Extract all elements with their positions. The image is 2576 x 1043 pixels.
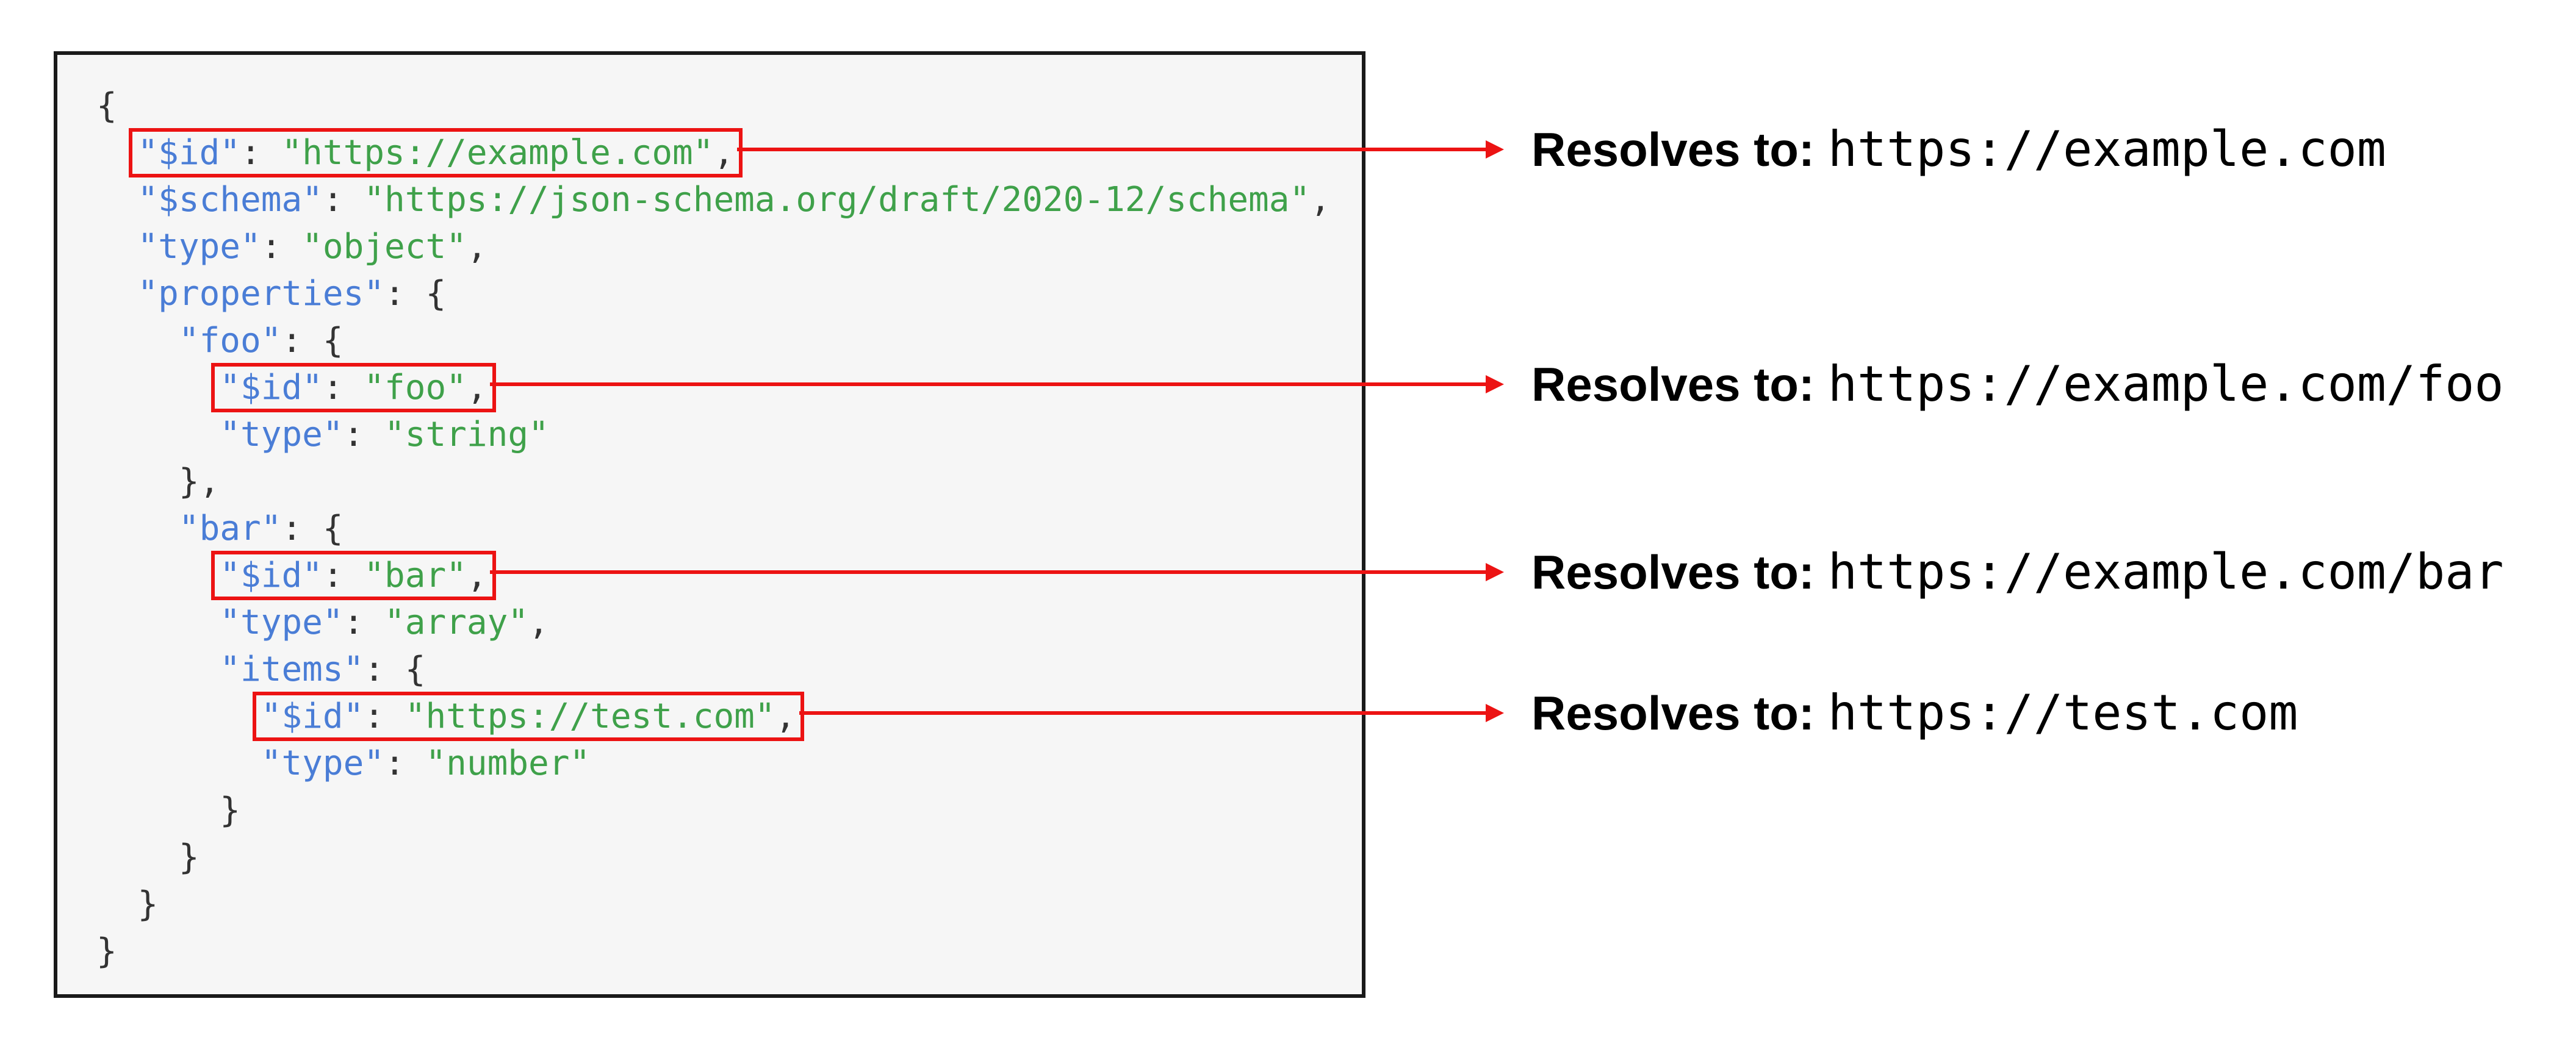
code-token: "type"	[220, 415, 344, 454]
code-line: }	[96, 928, 1331, 975]
code-token: },	[178, 462, 220, 501]
code-token: }	[137, 884, 159, 924]
code-line: "type": "array",	[96, 599, 1331, 646]
resolves-to-label: Resolves to:	[1531, 123, 1815, 176]
code-token: ,	[466, 368, 487, 407]
code-line: }	[96, 787, 1331, 834]
code-token: :	[261, 227, 303, 267]
code-token: : {	[384, 274, 447, 314]
code-line: "bar": {	[96, 505, 1331, 552]
code-token: ,	[775, 697, 796, 736]
code-token: "foo"	[178, 321, 282, 360]
code-token: }	[96, 931, 117, 971]
code-token: "properties"	[137, 274, 385, 314]
resolve-arrow-line	[799, 711, 1488, 715]
code-line: "items": {	[96, 646, 1331, 693]
resolve-arrow-line	[490, 570, 1488, 574]
code-token: "object"	[302, 227, 467, 267]
id-highlight-box: "$id": "foo",	[211, 363, 496, 412]
code-token: :	[322, 180, 364, 220]
code-token: "string"	[384, 415, 549, 454]
code-token: {	[96, 86, 117, 126]
code-token: ,	[466, 227, 487, 267]
code-token: ,	[1310, 180, 1331, 220]
code-token: "number"	[425, 744, 591, 783]
code-token: : {	[281, 321, 344, 360]
code-line: "foo": {	[96, 317, 1331, 364]
code-token: : {	[364, 650, 426, 689]
resolves-to-label: Resolves to:	[1531, 686, 1815, 740]
code-token: }	[220, 790, 241, 830]
code-token: : {	[281, 509, 344, 548]
id-highlight-box: "$id": "bar",	[211, 551, 496, 600]
resolve-annotation-row: Resolves to:https://test.com	[1531, 684, 2298, 741]
code-listing: { "$id": "https://example.com", "$schema…	[96, 82, 1331, 975]
code-token: :	[343, 415, 385, 454]
code-line: {	[96, 82, 1331, 129]
resolved-uri-value: https://example.com/bar	[1827, 543, 2504, 600]
code-line: "$id": "https://test.com",	[96, 692, 1331, 741]
arrowhead-icon	[1486, 375, 1504, 393]
code-line: },	[96, 458, 1331, 505]
code-token: "bar"	[364, 556, 467, 595]
id-highlight-box: "$id": "https://example.com",	[129, 128, 743, 177]
json-schema-code-panel: { "$id": "https://example.com", "$schema…	[54, 51, 1365, 998]
code-line: }	[96, 834, 1331, 881]
code-token: "$id"	[261, 697, 364, 736]
code-token: "array"	[384, 603, 529, 642]
code-token: :	[364, 697, 405, 736]
code-line: "type": "string"	[96, 411, 1331, 458]
id-highlight-box: "$id": "https://test.com",	[252, 692, 805, 741]
code-line: "properties": {	[96, 270, 1331, 317]
code-token: "$id"	[137, 133, 241, 173]
code-token: "foo"	[364, 368, 467, 407]
resolves-to-label: Resolves to:	[1531, 545, 1815, 599]
code-line: "$id": "foo",	[96, 363, 1331, 412]
resolve-annotation-row: Resolves to:https://example.com/foo	[1531, 356, 2504, 412]
code-token: "$id"	[220, 368, 323, 407]
code-token: ,	[528, 603, 549, 642]
code-token: }	[178, 837, 200, 877]
code-token: "$schema"	[137, 180, 323, 220]
code-token: "items"	[220, 650, 364, 689]
resolve-arrow-line	[490, 382, 1488, 386]
resolve-arrow-line	[737, 147, 1488, 151]
code-token: "https://example.com"	[281, 133, 714, 173]
code-token: "https://json-schema.org/draft/2020-12/s…	[364, 180, 1311, 220]
code-token: "bar"	[178, 509, 282, 548]
code-token: :	[322, 556, 364, 595]
code-token: :	[322, 368, 364, 407]
code-token: "https://test.com"	[405, 697, 775, 736]
code-line: "$schema": "https://json-schema.org/draf…	[96, 176, 1331, 223]
code-token: "type"	[220, 603, 344, 642]
code-token: :	[343, 603, 385, 642]
code-line: "$id": "bar",	[96, 551, 1331, 600]
resolves-to-label: Resolves to:	[1531, 357, 1815, 411]
code-line: "type": "number"	[96, 740, 1331, 787]
code-token: "type"	[261, 744, 385, 783]
code-token: "$id"	[220, 556, 323, 595]
code-token: :	[240, 133, 282, 173]
code-token: "type"	[137, 227, 261, 267]
resolve-annotation-row: Resolves to:https://example.com/bar	[1531, 543, 2504, 600]
resolved-uri-value: https://test.com	[1827, 684, 2298, 741]
resolve-annotation-row: Resolves to:https://example.com	[1531, 121, 2386, 177]
code-token: :	[384, 744, 426, 783]
arrowhead-icon	[1486, 562, 1504, 581]
code-line: "$id": "https://example.com",	[96, 128, 1331, 177]
resolved-uri-value: https://example.com	[1827, 121, 2386, 177]
code-token: ,	[466, 556, 487, 595]
code-line: }	[96, 881, 1331, 928]
resolved-uri-value: https://example.com/foo	[1827, 356, 2504, 412]
code-line: "type": "object",	[96, 223, 1331, 270]
code-token: ,	[713, 133, 735, 173]
arrowhead-icon	[1486, 140, 1504, 159]
arrowhead-icon	[1486, 703, 1504, 722]
